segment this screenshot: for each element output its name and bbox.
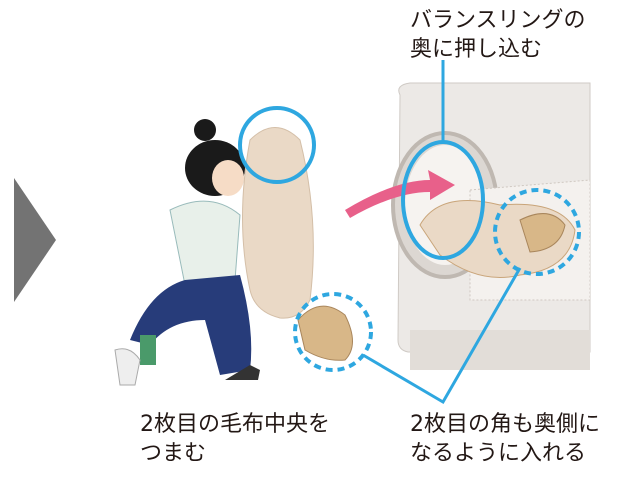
caption-line: 2枚目の毛布中央を bbox=[140, 412, 330, 437]
caption-line: なるように入れる bbox=[410, 441, 587, 466]
caption-corner-back: 2枚目の角も奥側に なるように入れる bbox=[410, 410, 600, 468]
caption-line: バランスリングの bbox=[410, 8, 586, 33]
caption-balance-ring: バランスリングの 奥に押し込む bbox=[410, 6, 586, 64]
caption-line: 2枚目の角も奥側に bbox=[410, 412, 600, 437]
next-step-chevron-icon bbox=[14, 178, 56, 302]
washing-machine bbox=[391, 82, 591, 370]
caption-pinch-center: 2枚目の毛布中央を つまむ bbox=[140, 410, 330, 468]
caption-line: 奥に押し込む bbox=[410, 37, 543, 62]
insert-arrow-icon bbox=[345, 170, 455, 218]
caption-line: つまむ bbox=[140, 441, 207, 466]
pinch-circle bbox=[238, 106, 316, 184]
corner-circle-right bbox=[493, 188, 581, 276]
corner-circle-left bbox=[293, 292, 373, 372]
person-figure bbox=[114, 119, 260, 386]
callouts bbox=[238, 60, 581, 405]
